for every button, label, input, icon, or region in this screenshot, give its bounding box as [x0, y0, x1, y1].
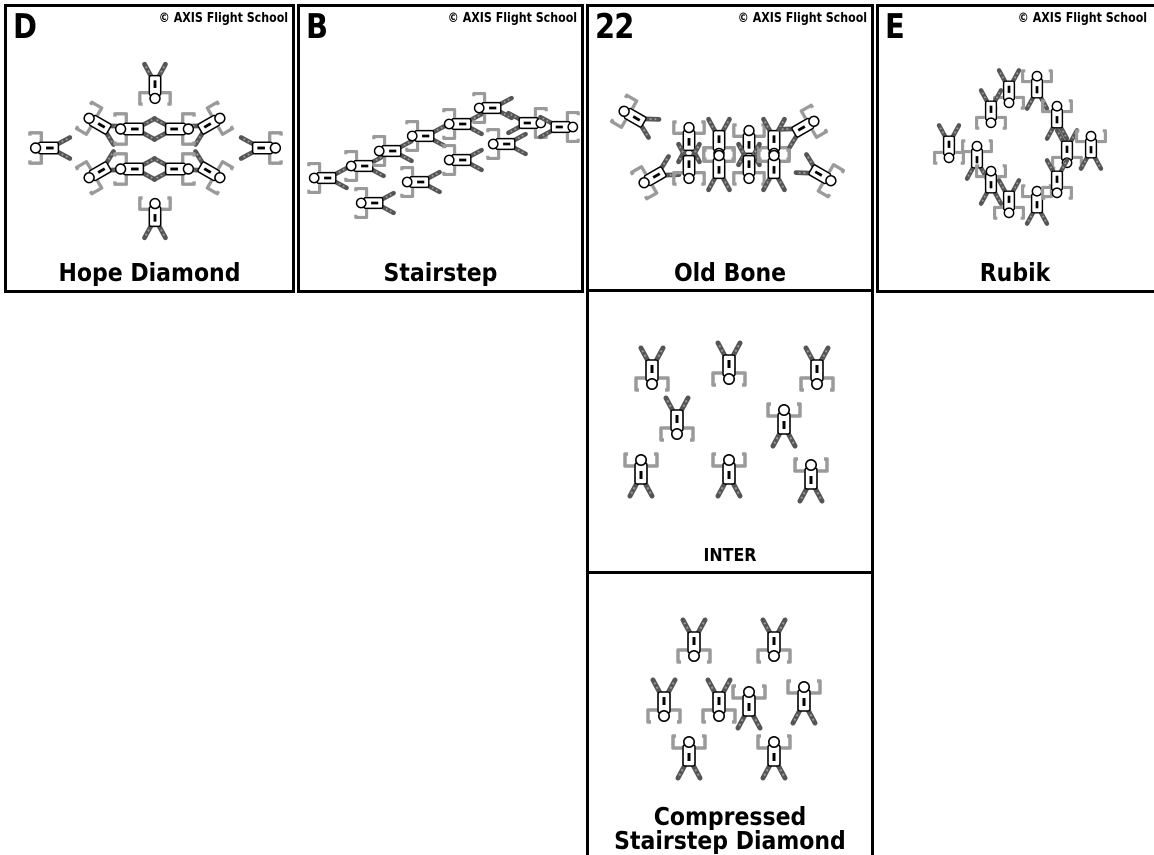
skydiver-icon: [74, 100, 127, 147]
formation-diagram: [623, 340, 835, 504]
skydiver-icon: [975, 88, 1007, 130]
skydiver-icon: [672, 141, 706, 186]
skydiver-icon: [659, 395, 695, 442]
skydiver-icon: [702, 148, 736, 193]
formation-card-old-bone: 22 © AXIS Flight School Old Bone: [586, 4, 874, 293]
skydiver-icon: [993, 68, 1025, 110]
skydiver-icon: [113, 152, 158, 186]
skydiver-icon: [506, 107, 548, 139]
skydiver-icon: [623, 452, 659, 499]
formation-name: Hope Diamond: [58, 258, 241, 287]
skydiver-icon: [799, 345, 835, 392]
skydiver-icon: [1041, 99, 1073, 141]
skydiver-icon: [151, 152, 196, 186]
skydiver-icon: [793, 152, 846, 199]
formation-diagram: [933, 68, 1107, 226]
skydiver-icon: [701, 677, 737, 724]
skydiver-icon: [442, 108, 484, 140]
formation-diagram: [646, 617, 822, 781]
skydiver-icon: [975, 164, 1007, 206]
formation-name: Stairstep: [383, 258, 498, 287]
skydiver-icon: [732, 141, 766, 186]
skydiver-icon: [756, 617, 792, 664]
skydiver-icon: [933, 123, 965, 165]
skydiver-icon: [405, 120, 447, 152]
formation-name: Old Bone: [673, 258, 787, 287]
skydiver-icon: [671, 734, 707, 781]
skydiver-icon: [993, 178, 1025, 220]
skydiver-icon: [1021, 184, 1053, 226]
skydiver-icon: [776, 103, 829, 150]
skydiver-icon: [182, 149, 235, 196]
skydiver-icon: [344, 150, 386, 182]
formation-card-compressed-stairstep-diamond: Compressed Stairstep Diamond: [586, 571, 874, 855]
skydiver-icon: [1021, 69, 1053, 111]
skydiver-icon: [442, 144, 484, 176]
formation-name: Rubik: [979, 258, 1051, 287]
skydiver-icon: [238, 131, 283, 165]
skydiver-icon: [1041, 158, 1073, 200]
formation-name: Compressed Stairstep Diamond: [614, 802, 846, 855]
skydiver-icon: [757, 148, 791, 193]
formation-diagram: [28, 61, 283, 241]
skydiver-icon: [486, 128, 528, 160]
formation-code: E: [885, 7, 905, 47]
skydiver-icon: [400, 166, 442, 198]
copyright-text: © AXIS Flight School: [447, 11, 577, 26]
skydiver-icon: [74, 149, 127, 196]
formation-name: INTER: [703, 545, 757, 566]
skydiver-icon: [793, 457, 829, 504]
skydiver-icon: [646, 677, 682, 724]
skydiver-icon: [731, 684, 767, 731]
formation-card-inter: INTER: [586, 289, 874, 575]
copyright-text: © AXIS Flight School: [1017, 11, 1147, 26]
skydiver-icon: [629, 154, 682, 201]
skydiver-icon: [961, 139, 993, 181]
formation-code: 22: [595, 7, 634, 47]
formation-card-stairstep: B © AXIS Flight School Stairstep: [297, 4, 584, 293]
skydiver-icon: [766, 402, 802, 449]
formation-diagram: [307, 92, 580, 219]
skydiver-icon: [113, 112, 158, 146]
formation-code: B: [306, 7, 328, 47]
skydiver-icon: [28, 131, 73, 165]
copyright-text: © AXIS Flight School: [737, 11, 867, 26]
skydiver-icon: [472, 92, 514, 124]
skydiver-icon: [151, 112, 196, 146]
skydiver-icon: [372, 135, 414, 167]
skydiver-icon: [711, 452, 747, 499]
formation-card-hope-diamond: D © AXIS Flight School Hope Diamond: [4, 4, 295, 293]
skydiver-icon: [676, 617, 712, 664]
skydiver-icon: [354, 187, 396, 219]
formation-card-rubik: E © AXIS Flight School Rubik: [876, 4, 1154, 293]
skydiver-icon: [138, 61, 172, 106]
skydiver-icon: [711, 340, 747, 387]
formation-diagram: [609, 93, 846, 201]
skydiver-icon: [634, 345, 670, 392]
skydiver-icon: [1075, 129, 1107, 171]
formation-code: D: [13, 7, 37, 47]
skydiver-icon: [609, 93, 662, 140]
skydiver-icon: [138, 196, 172, 241]
skydiver-icon: [538, 111, 580, 143]
skydiver-icon: [182, 100, 235, 147]
skydiver-icon: [786, 679, 822, 726]
copyright-text: © AXIS Flight School: [158, 11, 288, 26]
skydiver-icon: [756, 734, 792, 781]
skydiver-icon: [307, 162, 349, 194]
